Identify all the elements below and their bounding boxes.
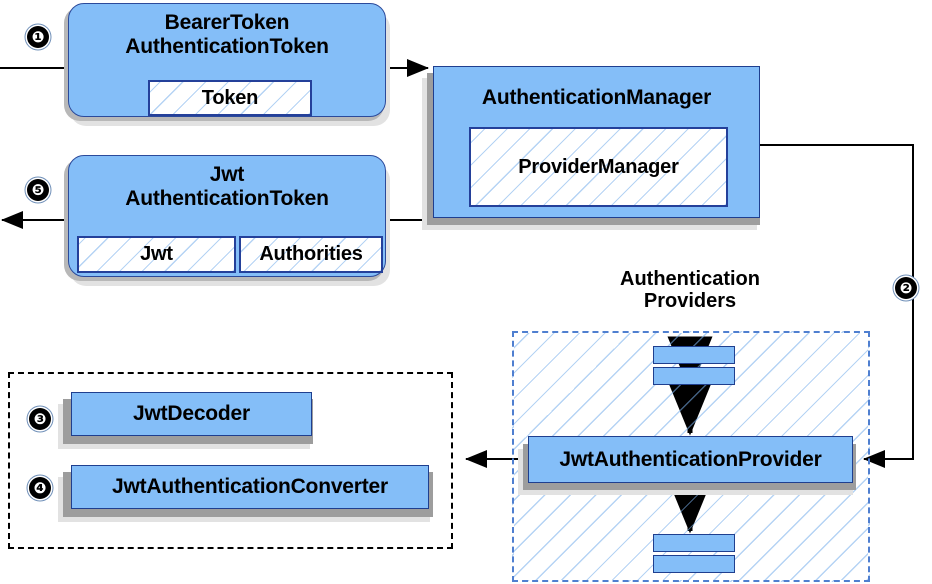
provider-stub-top-2 (653, 367, 735, 385)
node-jwt-authentication-converter[interactable]: JwtAuthenticationConverter (71, 465, 429, 509)
inner-box-provider-manager: ProviderManager (469, 127, 728, 207)
inner-box-authorities-label: Authorities (259, 243, 363, 265)
step-badge-4: ❹ (29, 477, 51, 499)
bearer-token-title-line1: BearerToken (164, 11, 290, 34)
inner-box-authorities: Authorities (239, 236, 383, 273)
provider-stub-bottom-2 (653, 555, 735, 573)
group-jwt-support (8, 372, 453, 549)
connector-manager-to-provider (760, 144, 914, 468)
node-bearer-token-authentication-token[interactable]: BearerToken AuthenticationToken Token (68, 3, 386, 117)
inner-box-token-label: Token (201, 86, 259, 109)
inner-box-jwt-label: Jwt (140, 243, 173, 265)
jwt-token-title: Jwt AuthenticationToken (69, 163, 385, 210)
jwt-authentication-converter-label: JwtAuthenticationConverter (112, 475, 388, 498)
node-jwt-authentication-provider[interactable]: JwtAuthenticationProvider (528, 436, 853, 483)
node-authentication-manager[interactable]: AuthenticationManager ProviderManager (433, 66, 760, 218)
node-jwt-decoder[interactable]: JwtDecoder (71, 392, 312, 436)
jwt-decoder-label: JwtDecoder (132, 402, 251, 425)
inner-box-jwt: Jwt (77, 236, 236, 273)
provider-stub-bottom-1 (653, 534, 735, 552)
provider-stub-top-1 (653, 346, 735, 364)
inner-box-token: Token (148, 80, 312, 116)
node-jwt-authentication-token[interactable]: Jwt AuthenticationToken Jwt Authorities (68, 155, 386, 277)
authentication-providers-title-line1: Authentication (620, 268, 760, 290)
step-badge-5: ❺ (27, 179, 49, 201)
step-badge-2: ❷ (895, 277, 917, 299)
authentication-manager-title: AuthenticationManager (481, 86, 712, 109)
authentication-providers-title: Authentication Providers (560, 268, 820, 313)
jwt-token-title-line1: Jwt (209, 163, 245, 186)
inner-box-provider-manager-label: ProviderManager (518, 155, 679, 178)
authentication-providers-title-line2: Providers (643, 290, 737, 313)
step-badge-1: ❶ (27, 26, 49, 48)
step-badge-3: ❸ (29, 408, 51, 430)
jwt-authentication-provider-label: JwtAuthenticationProvider (559, 447, 822, 471)
bearer-token-title: BearerToken AuthenticationToken (69, 11, 385, 58)
bearer-token-title-line2: AuthenticationToken (125, 34, 329, 58)
jwt-token-title-line2: AuthenticationToken (125, 186, 329, 210)
